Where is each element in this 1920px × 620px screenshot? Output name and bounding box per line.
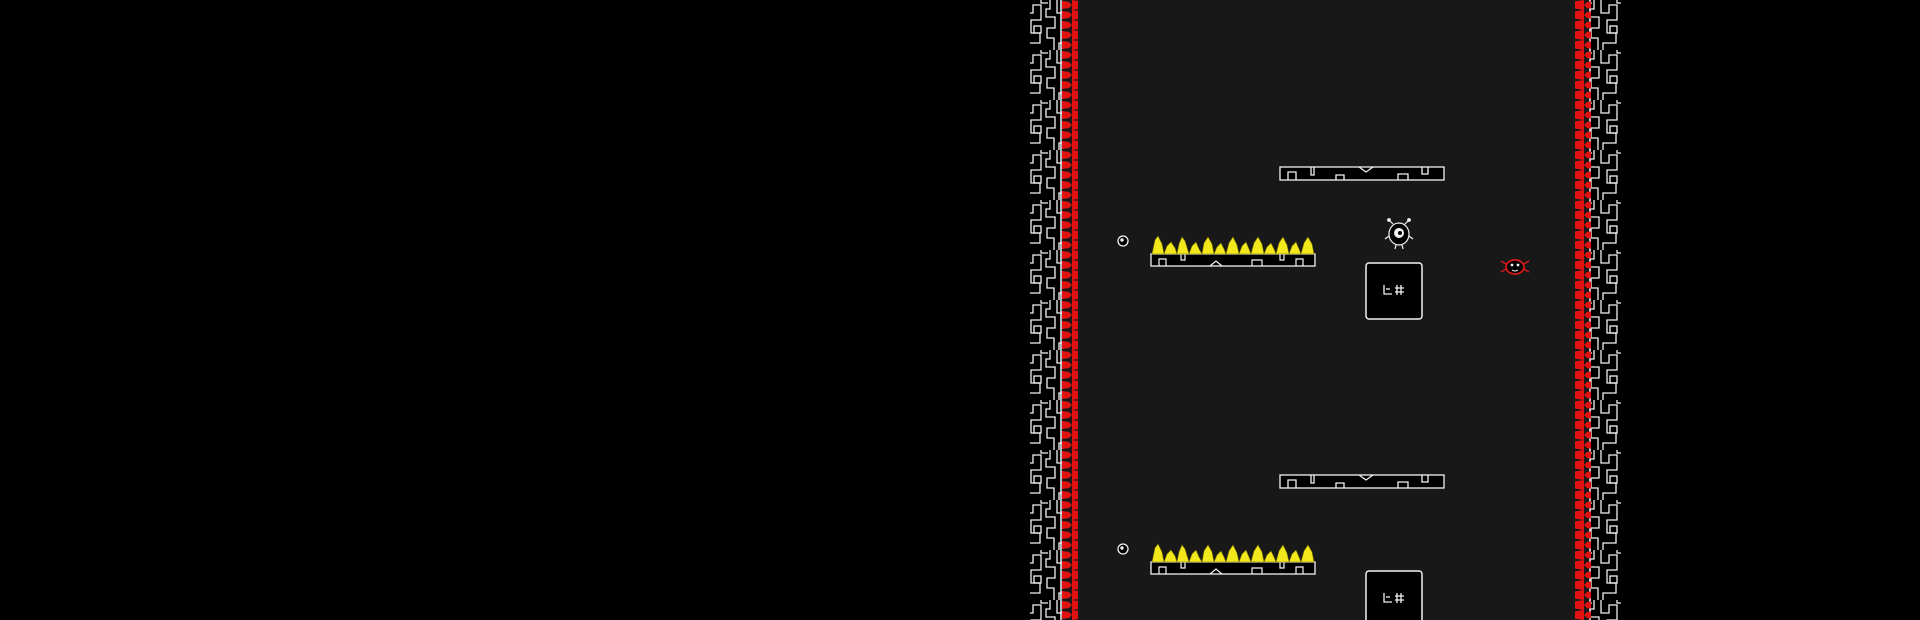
rune-block: [1365, 262, 1423, 320]
shaft-background: [1030, 0, 1620, 620]
rune-block: [1365, 570, 1423, 620]
player-character: [1384, 218, 1414, 250]
orb-collectible: [1117, 543, 1129, 555]
right-wall-spikes: [1575, 0, 1591, 620]
spiked-platform: [1150, 543, 1316, 575]
yellow-spikes: [1151, 543, 1315, 564]
level-segment: [1117, 166, 1530, 320]
spiked-platform: [1150, 235, 1316, 267]
left-wall-spikes: [1062, 0, 1078, 620]
left-wall: [1030, 0, 1078, 620]
floating-platform: [1279, 166, 1445, 181]
red-crawler-enemy: [1500, 259, 1530, 275]
level-segment: [1117, 474, 1445, 620]
floating-platform: [1279, 474, 1445, 489]
right-wall: [1575, 0, 1621, 620]
void-left: [0, 0, 1030, 620]
yellow-spikes: [1151, 235, 1315, 256]
orb-collectible: [1117, 235, 1129, 247]
void-right: [1620, 0, 1920, 620]
